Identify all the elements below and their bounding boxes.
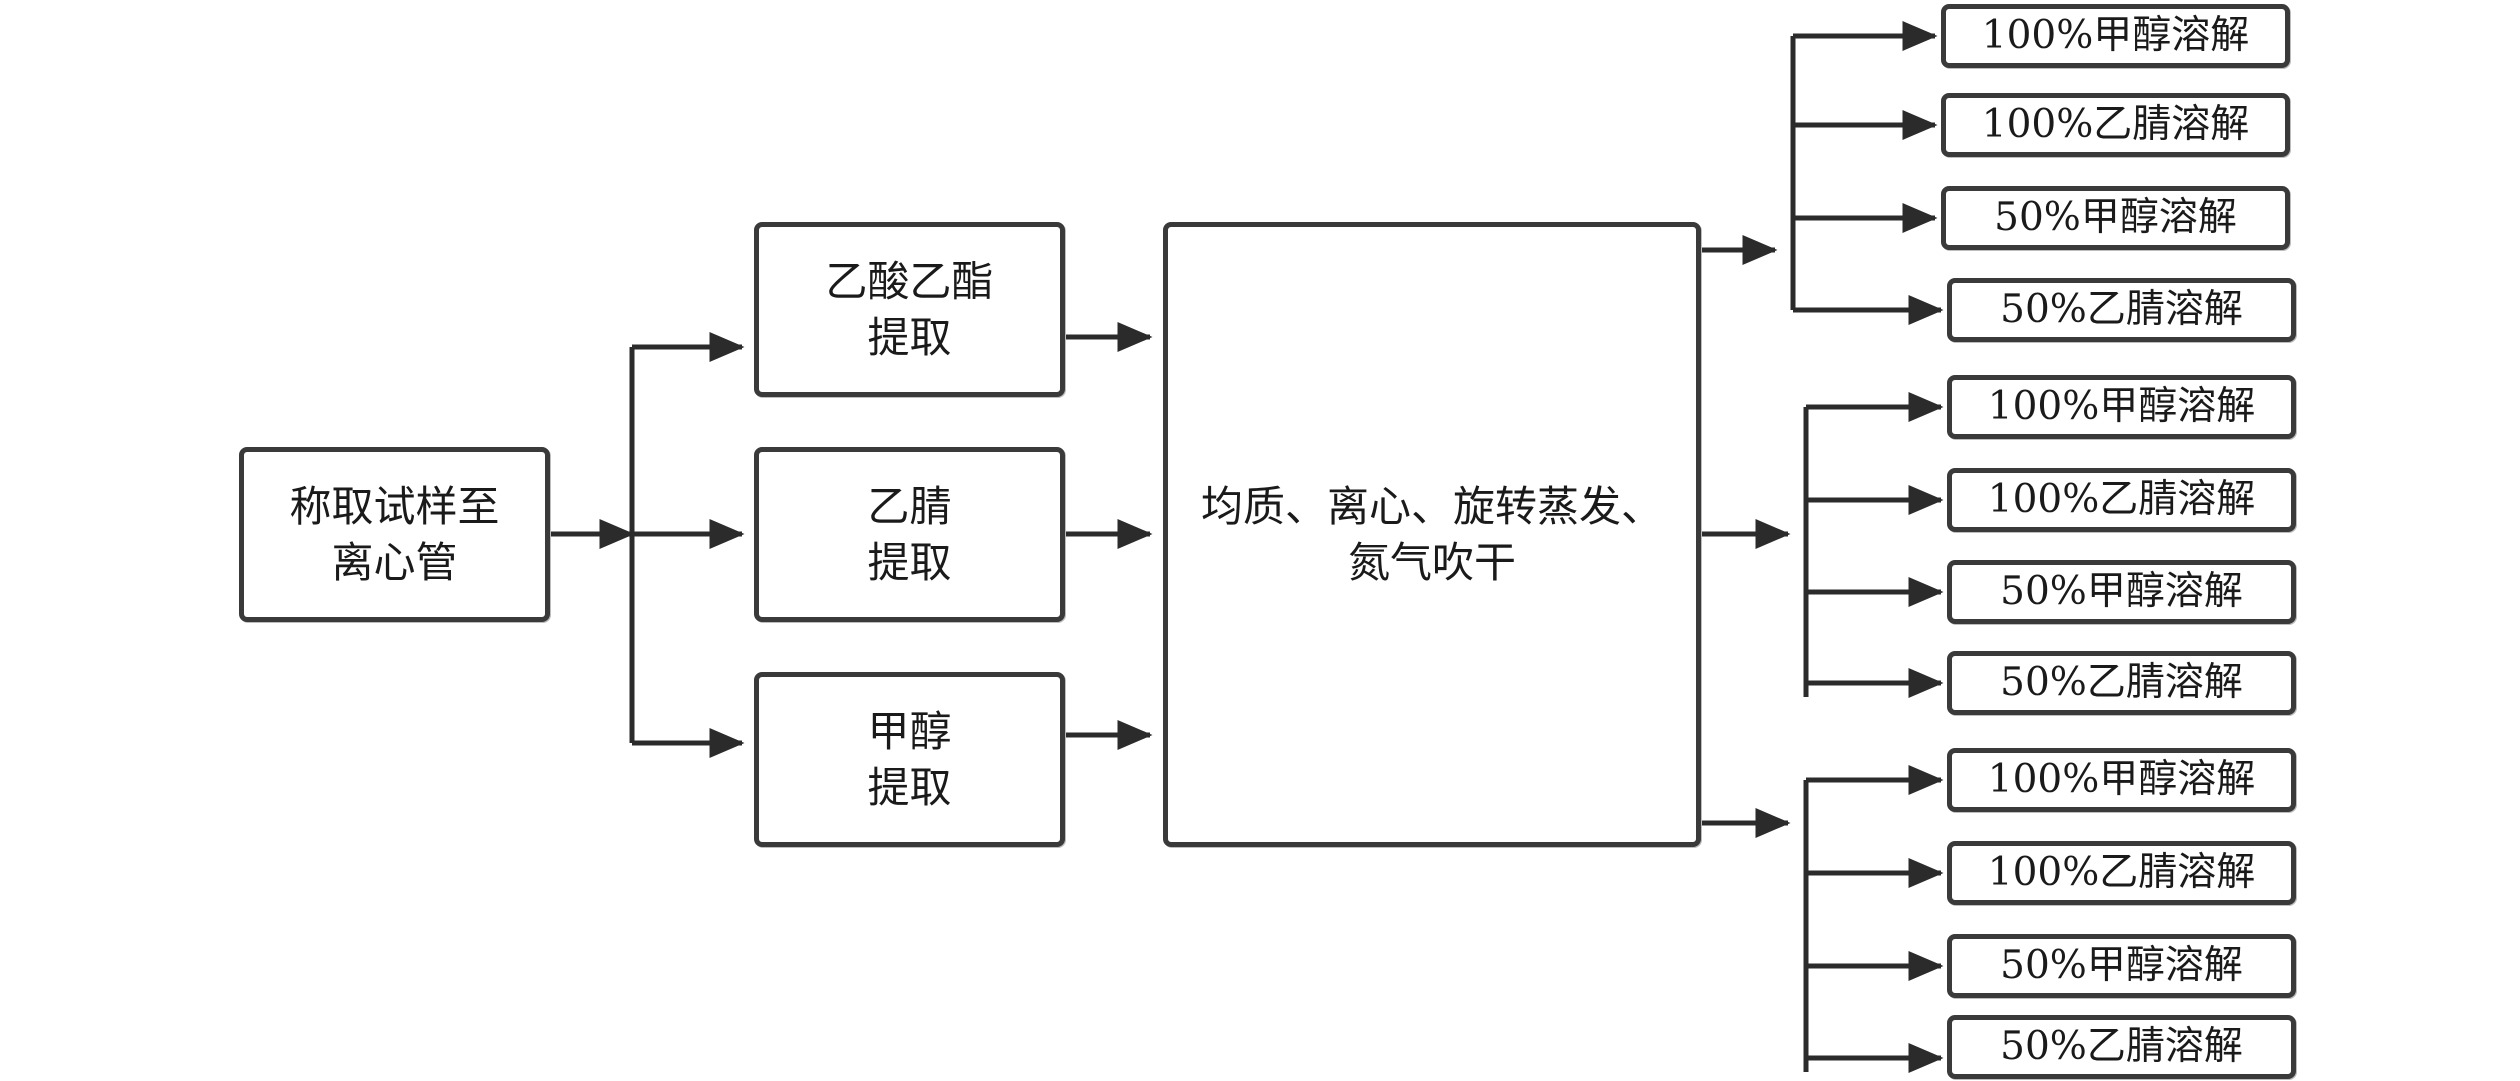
output-label: 50%乙腈溶解 xyxy=(2000,660,2243,706)
process-box: 均质、离心、旋转蒸发、 氮气吹干 xyxy=(1163,222,1701,847)
output-label: 100%甲醇溶解 xyxy=(1981,13,2250,59)
start-line-2: 离心管 xyxy=(331,537,458,587)
extraction-line-2: 提取 xyxy=(867,537,952,587)
output-box: 100%乙腈溶解 xyxy=(1941,93,2290,157)
output-label: 50%甲醇溶解 xyxy=(1994,195,2237,241)
output-label: 100%乙腈溶解 xyxy=(1987,850,2256,896)
methanol-extraction-box: 甲醇 提取 xyxy=(754,672,1065,847)
extraction-line-2: 提取 xyxy=(867,312,952,362)
output-box: 50%甲醇溶解 xyxy=(1947,934,2296,998)
output-box: 50%乙腈溶解 xyxy=(1947,278,2296,342)
process-line-2: 氮气吹干 xyxy=(1347,537,1516,587)
extraction-line-1: 甲醇 xyxy=(867,707,952,757)
acetonitrile-extraction-box: 乙腈 提取 xyxy=(754,447,1065,622)
ethyl-acetate-extraction-box: 乙酸乙酯 提取 xyxy=(754,222,1065,397)
output-label: 100%甲醇溶解 xyxy=(1987,384,2256,430)
output-box: 100%甲醇溶解 xyxy=(1941,4,2290,68)
output-label: 100%乙腈溶解 xyxy=(1987,477,2256,523)
start-box: 称取试样至 离心管 xyxy=(239,447,550,622)
output-box: 50%甲醇溶解 xyxy=(1941,186,2290,250)
output-box: 50%乙腈溶解 xyxy=(1947,1015,2296,1079)
output-box: 50%乙腈溶解 xyxy=(1947,651,2296,715)
extraction-line-2: 提取 xyxy=(867,762,952,812)
output-label: 50%乙腈溶解 xyxy=(2000,1024,2243,1070)
output-label: 100%乙腈溶解 xyxy=(1981,102,2250,148)
output-box: 50%甲醇溶解 xyxy=(1947,560,2296,624)
extraction-line-1: 乙酸乙酯 xyxy=(825,257,994,307)
output-label: 100%甲醇溶解 xyxy=(1987,757,2256,803)
output-box: 100%乙腈溶解 xyxy=(1947,468,2296,532)
output-box: 100%甲醇溶解 xyxy=(1947,748,2296,812)
output-label: 50%甲醇溶解 xyxy=(2000,943,2243,989)
extraction-line-1: 乙腈 xyxy=(867,482,952,532)
output-label: 50%乙腈溶解 xyxy=(2000,287,2243,333)
output-label: 50%甲醇溶解 xyxy=(2000,569,2243,615)
output-box: 100%甲醇溶解 xyxy=(1947,375,2296,439)
output-box: 100%乙腈溶解 xyxy=(1947,841,2296,905)
process-line-1: 均质、离心、旋转蒸发、 xyxy=(1200,482,1663,532)
start-line-1: 称取试样至 xyxy=(289,482,500,532)
